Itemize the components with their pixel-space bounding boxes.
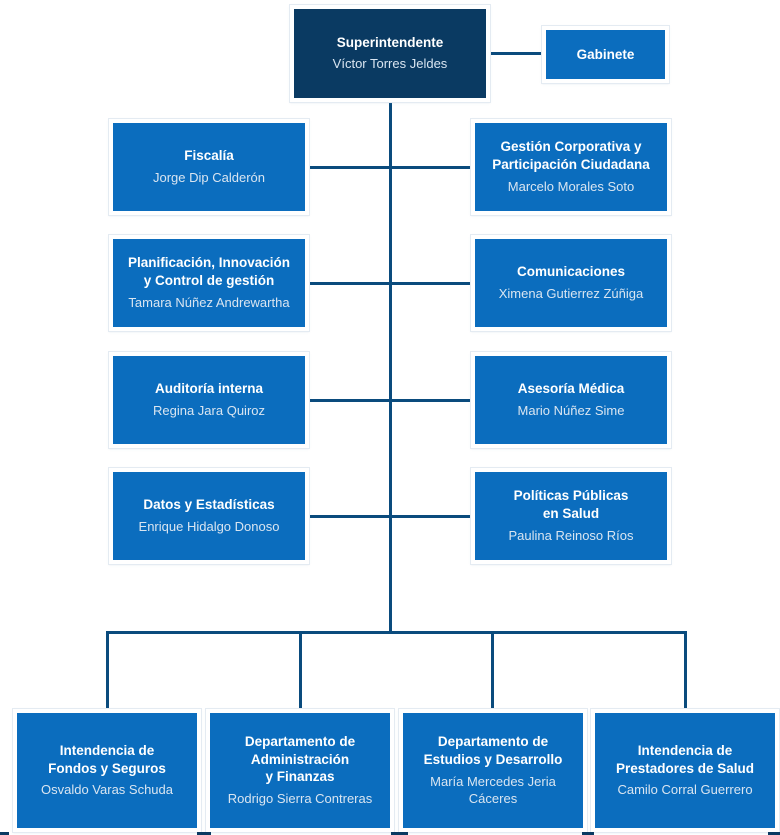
connector-row-2	[307, 282, 471, 285]
node-person: Mario Núñez Sime	[517, 402, 625, 418]
cutoff-node-top-2	[197, 832, 211, 835]
node-person: Jorge Dip Calderón	[152, 169, 265, 185]
node-person: Paulina Reinoso Ríos	[508, 527, 634, 543]
org-node-superintendente: Superintendente Víctor Torres Jeldes	[289, 4, 491, 103]
org-node-comunicaciones: Comunicaciones Ximena Gutierrez Zúñiga	[470, 234, 672, 332]
connector-row-3	[307, 399, 471, 402]
connector-bottom-drop-3	[491, 631, 494, 710]
node-person: Rodrigo Sierra Contreras	[227, 791, 373, 807]
cutoff-node-top-1	[0, 832, 9, 835]
org-node-intendencia-fondos: Intendencia de Fondos y Seguros Osvaldo …	[12, 708, 202, 833]
node-title: Departamento de Estudios y Desarrollo	[423, 734, 563, 768]
org-node-datos-estadisticas: Datos y Estadísticas Enrique Hidalgo Don…	[108, 467, 310, 565]
org-node-planificacion: Planificación, Innovación y Control de g…	[108, 234, 310, 332]
node-title: Auditoría interna	[154, 381, 263, 397]
cutoff-node-top-5	[768, 832, 780, 835]
connector-row-1	[307, 166, 471, 169]
cutoff-node-top-3	[391, 832, 408, 835]
node-title: Datos y Estadísticas	[143, 497, 275, 513]
org-node-depto-estudios-desarrollo: Departamento de Estudios y Desarrollo Ma…	[398, 708, 588, 833]
org-node-politicas-publicas: Políticas Públicas en Salud Paulina Rein…	[470, 467, 672, 565]
node-person: Osvaldo Varas Schuda	[41, 782, 173, 798]
org-node-intendencia-prestadores: Intendencia de Prestadores de Salud Cami…	[590, 708, 780, 833]
node-title: Intendencia de Prestadores de Salud	[615, 742, 755, 776]
node-title: Departamento de Administración y Finanza…	[244, 733, 356, 785]
connector-bottom-drop-2	[299, 631, 302, 710]
node-title: Asesoría Médica	[517, 381, 625, 397]
org-node-auditoria-interna: Auditoría interna Regina Jara Quiroz	[108, 351, 310, 449]
node-title: Políticas Públicas en Salud	[513, 488, 629, 522]
org-node-depto-admin-finanzas: Departamento de Administración y Finanza…	[205, 708, 395, 833]
node-title: Planificación, Innovación y Control de g…	[127, 255, 291, 289]
node-person: Ximena Gutierrez Zúñiga	[498, 285, 644, 301]
node-title: Intendencia de Fondos y Seguros	[48, 742, 166, 776]
node-title: Fiscalía	[184, 148, 234, 164]
node-title: Gestión Corporativa y Participación Ciud…	[492, 139, 650, 173]
connector-bottom-drop-4	[684, 631, 687, 710]
node-person: Víctor Torres Jeldes	[332, 56, 448, 72]
node-title: Gabinete	[576, 46, 635, 62]
node-person: Regina Jara Quiroz	[153, 402, 265, 418]
cutoff-node-top-4	[582, 832, 594, 835]
node-person: Enrique Hidalgo Donoso	[138, 518, 280, 534]
connector-bottom-drop-1	[106, 631, 109, 710]
node-person: Camilo Corral Guerrero	[617, 782, 753, 798]
connector-bottom-horizontal	[106, 631, 687, 634]
connector-row-4	[307, 515, 471, 518]
connector-root-gabinete	[489, 52, 542, 55]
node-person: Marcelo Morales Soto	[507, 178, 635, 194]
connector-root-vertical	[389, 102, 392, 633]
node-title: Superintendente	[336, 34, 444, 50]
org-node-fiscalia: Fiscalía Jorge Dip Calderón	[108, 118, 310, 216]
org-node-asesoria-medica: Asesoría Médica Mario Núñez Sime	[470, 351, 672, 449]
node-person: María Mercedes Jeria Cáceres	[430, 773, 556, 806]
node-title: Comunicaciones	[516, 264, 626, 280]
node-person: Tamara Núñez Andrewartha	[128, 294, 290, 310]
org-node-gabinete: Gabinete	[541, 25, 670, 84]
org-node-gestion-corporativa: Gestión Corporativa y Participación Ciud…	[470, 118, 672, 216]
